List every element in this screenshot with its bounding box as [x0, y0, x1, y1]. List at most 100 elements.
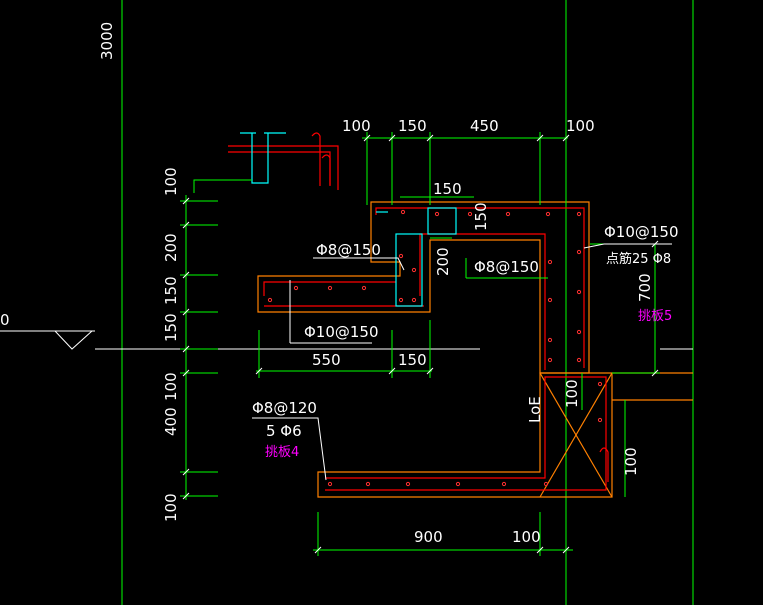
rebar-dot: [293, 285, 299, 291]
rebar-dot: [327, 285, 333, 291]
dim-slash: [536, 546, 544, 554]
annotation-leaders: [252, 243, 672, 481]
left-dim-7: 100: [162, 493, 180, 522]
rebar-dot: [545, 211, 551, 217]
left-dim-5: 100: [162, 372, 180, 401]
grid-lines: [121, 0, 694, 605]
stirrup-column: [395, 233, 423, 307]
dim-slash: [536, 134, 544, 142]
rebar-phi10-150-left: Φ10@150: [304, 323, 379, 341]
rebar-dot: [597, 417, 603, 423]
dim-slash: [651, 369, 659, 377]
detail-leader: [193, 179, 252, 193]
rebar-phi8-150-b: Φ8@150: [474, 258, 539, 276]
dim-slash: [426, 367, 434, 375]
rebar-lower-slab: [325, 376, 607, 491]
rebar-dot: [501, 481, 507, 487]
floor-level: [0, 330, 693, 350]
rebar-dot: [398, 297, 404, 303]
floor-height-label: 3000: [98, 22, 116, 60]
rebar-dot: [400, 209, 406, 215]
dim-slash: [388, 367, 396, 375]
top-dim-150: 150: [433, 180, 462, 198]
rebar-dot: [547, 259, 553, 265]
bottom-dim-100: 100: [512, 528, 541, 546]
rebar-hook-right: [599, 447, 609, 482]
top-dim-4: 100: [566, 117, 595, 135]
tag-5: 挑板5: [638, 309, 672, 324]
rebar-left-slab-top: [263, 281, 396, 296]
rebar-dot: [576, 211, 582, 217]
rebar-dot: [467, 211, 473, 217]
dimension-texts: 3000 0 100 150 450 100 150 100 200 150 1…: [0, 22, 679, 546]
rebar-dot: [361, 285, 367, 291]
leader-phi8-a: [313, 257, 405, 271]
dim-slash: [182, 308, 190, 316]
leader-phi10-right-d: [583, 243, 605, 249]
dim-100-box: 100: [563, 379, 581, 408]
elevation-label: 0: [0, 311, 10, 329]
rebar-dots: [267, 209, 603, 487]
dimension-lines: [180, 132, 672, 556]
rebar-dot: [267, 297, 273, 303]
dim-slash: [388, 134, 396, 142]
dim-slash: [182, 369, 190, 377]
left-dim-3: 150: [162, 276, 180, 305]
stirrups: [240, 132, 457, 307]
dim-slash: [562, 134, 570, 142]
rebar-inner: [419, 233, 546, 370]
top-dim-3: 450: [470, 117, 499, 135]
detail-hook-2: [321, 154, 331, 186]
dim-700: 700: [636, 273, 654, 302]
dim-slash: [314, 546, 322, 554]
detail-rebar-top: [228, 145, 339, 190]
leader-phi8-120: [252, 417, 327, 481]
point-bars-label: 点筋25 Φ8: [606, 251, 671, 267]
dim-200-vertical: 200: [434, 247, 452, 276]
left-dim-4: 150: [162, 313, 180, 342]
dim-slash: [363, 134, 371, 142]
dim-slash: [182, 197, 190, 205]
rebar-phi8-150-a: Φ8@150: [316, 241, 381, 259]
detail-hook-1: [311, 132, 321, 186]
rebar-dot: [576, 289, 582, 295]
rebar-dot: [576, 357, 582, 363]
dim-slash: [182, 345, 190, 353]
top-dim-1: 100: [342, 117, 371, 135]
elevation-triangle-icon: [54, 330, 93, 350]
rebar-dot: [543, 481, 549, 487]
rebar-dot: [365, 481, 371, 487]
rebar-dot: [405, 481, 411, 487]
dim-slash: [182, 221, 190, 229]
rebar-dot: [327, 481, 333, 487]
stirrup-top: [427, 207, 457, 235]
tag-4: 挑板4: [265, 445, 299, 460]
dim-slash: [426, 134, 434, 142]
rebar-dot: [411, 267, 417, 273]
top-dim-2: 150: [398, 117, 427, 135]
dim-slash: [562, 546, 570, 554]
rebar-dot: [547, 337, 553, 343]
rebar-dot: [411, 297, 417, 303]
dim-slash: [255, 367, 263, 375]
rebar-dot: [398, 253, 404, 259]
detail-stirrup: [251, 133, 269, 184]
rebar-dot: [576, 249, 582, 255]
dim-150-mid: 150: [398, 351, 427, 369]
dim-ticks: [182, 134, 659, 554]
rebar-dot: [576, 329, 582, 335]
rebar-phi10-150-right: Φ10@150: [604, 223, 679, 241]
left-dim-6: 400: [162, 407, 180, 436]
rebar-dot: [455, 481, 461, 487]
dim-100-right: 100: [622, 447, 640, 476]
dim-slash: [182, 271, 190, 279]
rebar-dot: [434, 211, 440, 217]
dim-slash: [182, 468, 190, 476]
rebar-dot: [547, 357, 553, 363]
rebar-dot: [505, 211, 511, 217]
dim-slash: [182, 492, 190, 500]
loe-label: LoE: [526, 396, 544, 423]
rebar-phi8-120: Φ8@120: [252, 399, 317, 417]
